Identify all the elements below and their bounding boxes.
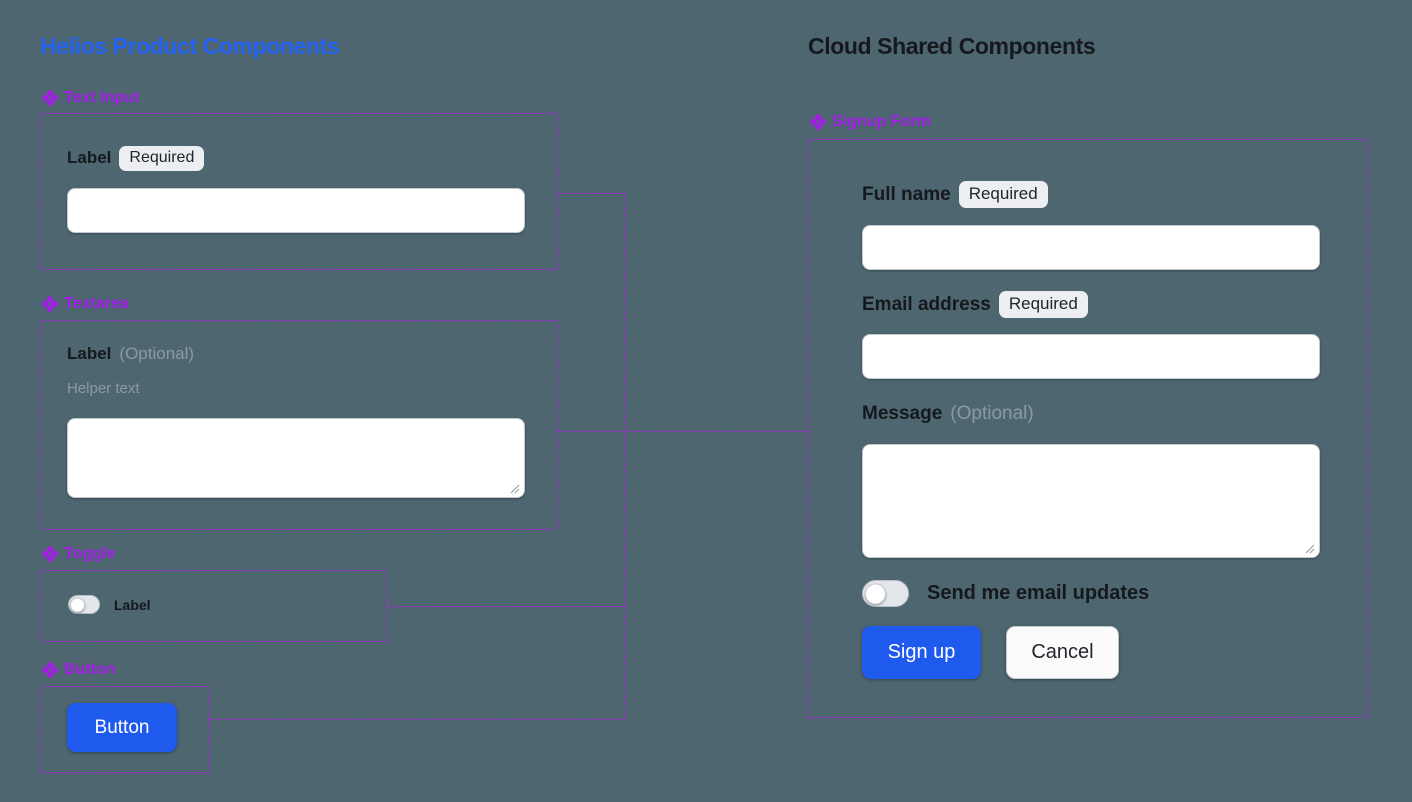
message-optional-text: (Optional) bbox=[950, 403, 1034, 424]
section-caption-button: Button bbox=[42, 661, 116, 679]
textarea-field[interactable] bbox=[67, 418, 525, 498]
diamond-cluster-icon bbox=[810, 114, 826, 130]
toggle-knob bbox=[865, 583, 886, 604]
section-caption-textarea: Textarea bbox=[42, 295, 129, 313]
section-caption-signup-form: Signup Form bbox=[810, 113, 931, 131]
diamond-cluster-icon bbox=[42, 546, 58, 562]
text-input-required-badge: Required bbox=[119, 146, 205, 171]
diamond-cluster-icon bbox=[42, 296, 58, 312]
group-box-signup-form bbox=[808, 139, 1367, 718]
connector-button-v1 bbox=[624, 606, 625, 719]
signup-button[interactable]: Sign up bbox=[862, 626, 981, 679]
section-caption-label: Button bbox=[64, 661, 116, 678]
section-caption-toggle: Toggle bbox=[42, 545, 115, 563]
email-updates-toggle-label: Send me email updates bbox=[927, 582, 1150, 604]
connector-toggle-h1 bbox=[387, 606, 625, 607]
email-label: Email address Required bbox=[862, 291, 1088, 319]
section-caption-label: Text Input bbox=[64, 89, 140, 106]
email-input[interactable] bbox=[862, 334, 1320, 379]
diamond-cluster-icon bbox=[42, 90, 58, 106]
connector-text-input-v1 bbox=[624, 193, 625, 439]
textarea-wrapper bbox=[67, 418, 525, 498]
textarea-optional-text: (Optional) bbox=[119, 344, 195, 363]
email-required-badge: Required bbox=[998, 291, 1088, 319]
message-textarea-wrapper bbox=[862, 444, 1320, 558]
connector-button-h1 bbox=[209, 719, 625, 720]
fullname-label-text: Full name bbox=[862, 183, 951, 205]
email-label-text: Email address bbox=[862, 293, 991, 315]
email-updates-toggle[interactable] bbox=[862, 580, 909, 607]
toggle-switch-left[interactable] bbox=[68, 595, 100, 614]
email-updates-toggle-row[interactable]: Send me email updates bbox=[862, 580, 1149, 607]
textarea-label: Label (Optional) bbox=[67, 344, 194, 364]
connector-textarea-h1 bbox=[557, 431, 809, 432]
message-label: Message (Optional) bbox=[862, 403, 1034, 425]
section-caption-label: Toggle bbox=[64, 545, 116, 562]
textarea-label-row: Label (Optional) bbox=[67, 344, 194, 364]
message-label-row: Message (Optional) bbox=[862, 403, 1034, 425]
connector-text-input-h1 bbox=[557, 193, 625, 194]
connector-toggle-v1 bbox=[624, 439, 625, 606]
text-input-label: Label Required bbox=[67, 146, 205, 171]
toggle-label-left: Label bbox=[114, 596, 151, 613]
message-label-text: Message bbox=[862, 403, 943, 424]
cancel-button[interactable]: Cancel bbox=[1006, 626, 1119, 679]
section-caption-text-input: Text Input bbox=[42, 89, 139, 107]
fullname-input[interactable] bbox=[862, 225, 1320, 270]
email-label-row: Email address Required bbox=[862, 291, 1088, 319]
message-textarea[interactable] bbox=[862, 444, 1320, 558]
group-box-textarea bbox=[40, 320, 558, 530]
fullname-required-badge: Required bbox=[958, 181, 1048, 209]
section-caption-label: Textarea bbox=[64, 295, 129, 312]
group-box-text-input bbox=[40, 113, 558, 270]
page-title-right: Cloud Shared Components bbox=[808, 33, 1096, 59]
demo-button[interactable]: Button bbox=[67, 703, 177, 752]
fullname-label-row: Full name Required bbox=[862, 181, 1048, 209]
fullname-label: Full name Required bbox=[862, 181, 1048, 209]
section-caption-label: Signup Form bbox=[832, 113, 931, 130]
diamond-cluster-icon bbox=[42, 662, 58, 678]
text-input-field[interactable] bbox=[67, 188, 525, 233]
toggle-knob bbox=[70, 597, 85, 612]
toggle-row-left[interactable]: Label bbox=[68, 595, 151, 614]
group-box-button bbox=[40, 686, 209, 773]
textarea-helper-text: Helper text bbox=[67, 380, 140, 397]
page-title-left: Helios Product Components bbox=[40, 33, 340, 59]
text-input-label-text: Label bbox=[67, 148, 112, 168]
group-box-toggle bbox=[40, 570, 388, 642]
textarea-label-text: Label bbox=[67, 344, 112, 363]
text-input-label-row: Label Required bbox=[67, 146, 205, 171]
